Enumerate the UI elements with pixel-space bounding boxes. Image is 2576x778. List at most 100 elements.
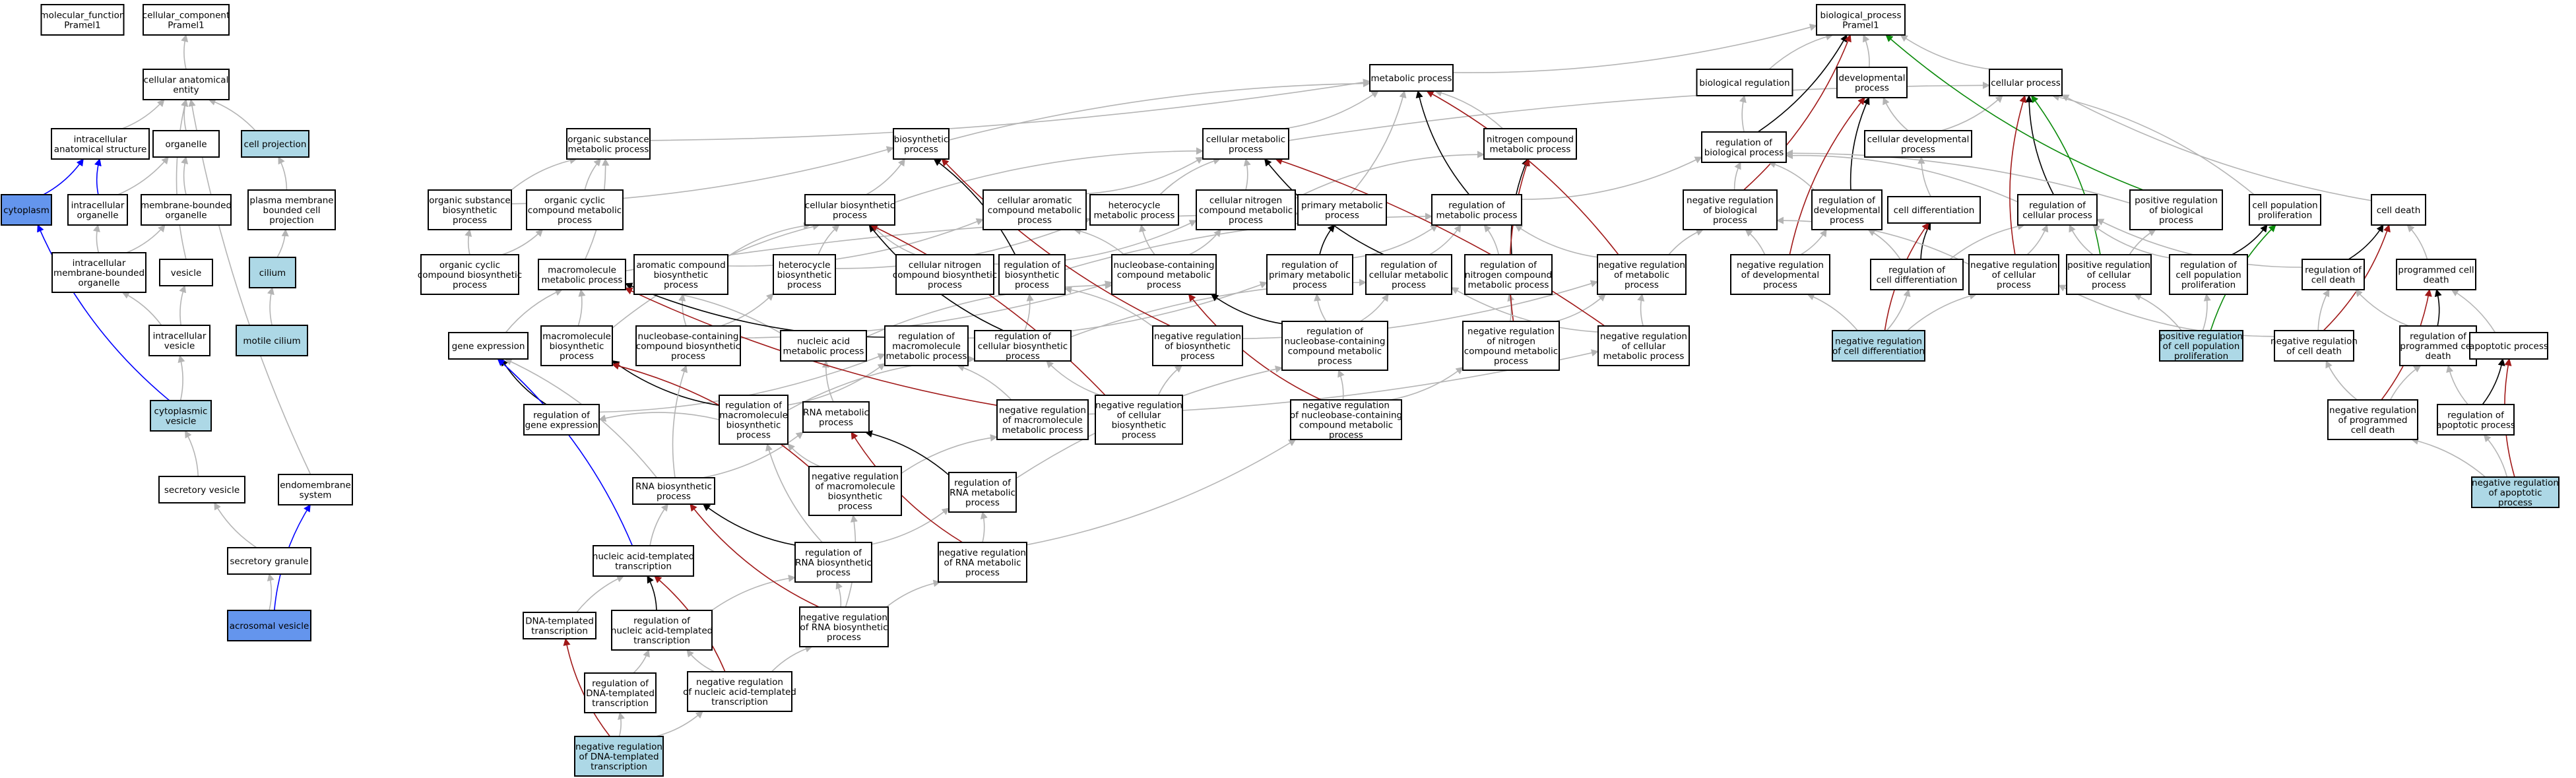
go-term-vesicle[interactable]: vesicle [159, 259, 213, 286]
go-term-motcil[interactable]: motile cilium [236, 325, 308, 356]
go-term-celldiff[interactable]: cell differentiation [1887, 196, 1981, 224]
go-term-metproc[interactable]: metabolic process [1369, 64, 1454, 92]
go-term-cilium[interactable]: cilium [249, 257, 296, 288]
go-term-rmbp[interactable]: regulation ofmacromoleculebiosyntheticpr… [719, 395, 789, 445]
go-term-cellproc[interactable]: cellular process [1989, 69, 2063, 96]
go-term-acrosome[interactable]: acrosomal vesicle [227, 610, 311, 641]
go-term-organelle[interactable]: organelle [152, 130, 220, 158]
go-term-rnbcmp[interactable]: regulation ofnucleobase-containingcompou… [1281, 321, 1388, 371]
go-term-secves[interactable]: secretory vesicle [158, 476, 245, 503]
go-term-apop[interactable]: apoptotic process [2469, 332, 2548, 360]
go-term-geneexp[interactable]: gene expression [448, 332, 529, 360]
go-term-cellproj[interactable]: cell projection [241, 130, 309, 158]
go-term-bioreg[interactable]: biological regulation [1696, 69, 1793, 96]
go-term-celldeath[interactable]: cell death [2371, 194, 2426, 226]
go-term-cytoplasm[interactable]: cytoplasm [1, 194, 52, 226]
go-term-secgran[interactable]: secretory granule [227, 547, 311, 575]
